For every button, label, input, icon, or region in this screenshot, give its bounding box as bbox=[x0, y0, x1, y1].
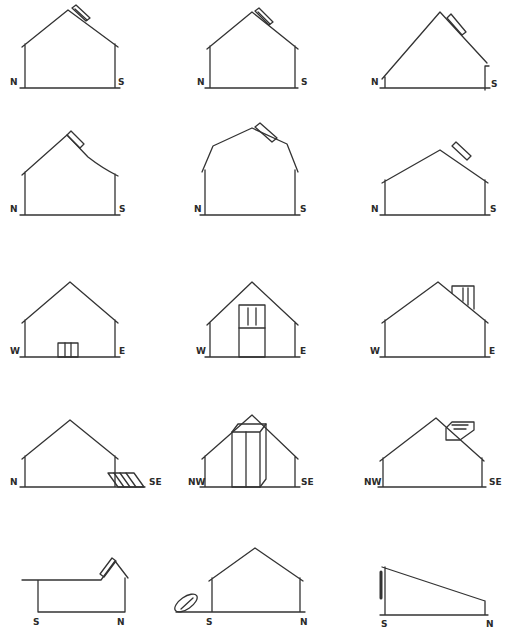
house-9 bbox=[380, 282, 490, 357]
direction-label: S bbox=[381, 620, 387, 629]
direction-label: SE bbox=[489, 478, 502, 487]
direction-label: S bbox=[118, 78, 124, 87]
direction-label: NW bbox=[364, 478, 381, 487]
direction-label: N bbox=[10, 205, 18, 214]
direction-label: S bbox=[301, 78, 307, 87]
direction-label: S bbox=[33, 618, 39, 627]
house-1 bbox=[20, 5, 120, 88]
direction-label: S bbox=[206, 618, 212, 627]
direction-label: N bbox=[10, 78, 18, 87]
house-7 bbox=[20, 282, 120, 357]
direction-label: N bbox=[117, 618, 125, 627]
house-10 bbox=[20, 420, 145, 487]
house-3 bbox=[380, 12, 490, 90]
house-2 bbox=[205, 8, 298, 88]
direction-label: SE bbox=[149, 478, 162, 487]
direction-label: W bbox=[196, 347, 206, 356]
house-11 bbox=[200, 415, 300, 487]
direction-label: S bbox=[119, 205, 125, 214]
house-15 bbox=[380, 567, 488, 615]
direction-label: N bbox=[371, 205, 379, 214]
direction-label: N bbox=[194, 205, 202, 214]
house-5 bbox=[200, 123, 300, 215]
direction-label: W bbox=[10, 347, 20, 356]
direction-label: N bbox=[371, 78, 379, 87]
direction-label: S bbox=[491, 80, 497, 89]
direction-label: S bbox=[490, 205, 496, 214]
direction-label: N bbox=[197, 78, 205, 87]
direction-label: NW bbox=[188, 478, 205, 487]
direction-label: N bbox=[300, 618, 308, 627]
direction-label: N bbox=[10, 478, 18, 487]
direction-label: W bbox=[370, 347, 380, 356]
house-14 bbox=[172, 548, 305, 615]
house-8 bbox=[205, 282, 300, 357]
direction-label: SE bbox=[301, 478, 314, 487]
direction-label: E bbox=[300, 347, 306, 356]
house-13 bbox=[22, 558, 128, 612]
house-6 bbox=[380, 142, 490, 215]
direction-label: N bbox=[486, 620, 494, 629]
direction-label: E bbox=[489, 347, 495, 356]
house-4 bbox=[20, 131, 120, 215]
house-12 bbox=[378, 418, 486, 487]
direction-label: E bbox=[119, 347, 125, 356]
direction-label: S bbox=[300, 205, 306, 214]
